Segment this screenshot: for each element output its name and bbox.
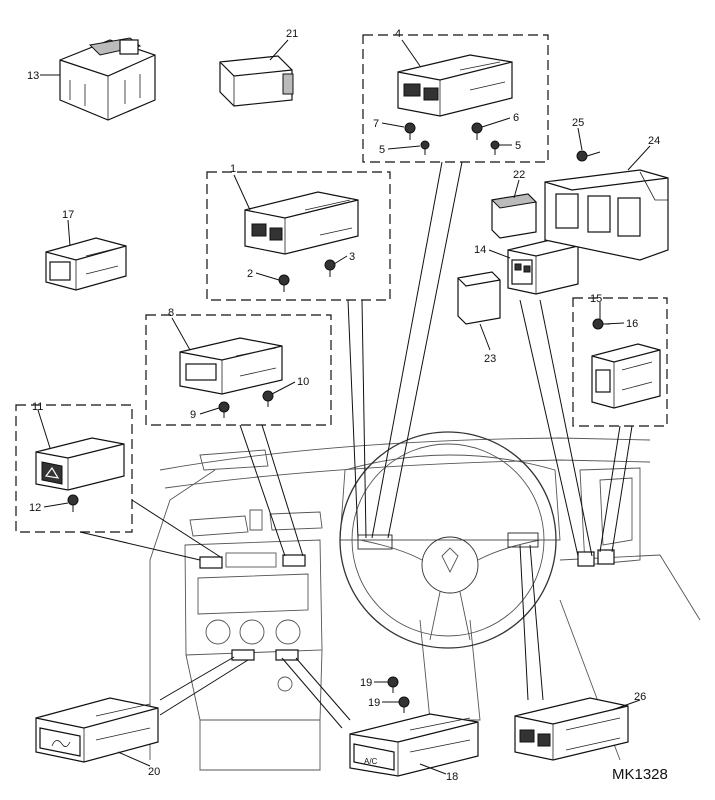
console-switch-position-left [231,649,255,661]
steering-wheel [339,431,557,649]
group-box-15 [572,297,668,427]
callout-6: 6 [513,112,519,124]
group-box-1 [206,171,391,301]
right-dash-switch-position-b [597,549,615,565]
part-23-cap [457,271,501,325]
callout-8: 8 [168,307,174,319]
callout-labels: 13 21 4 7 5 6 5 1 2 3 8 9 10 11 12 17 22… [27,28,668,783]
callout-22: 22 [513,169,525,181]
screws-5-6-7 [404,122,500,155]
part-15-switch [591,318,661,409]
callout-10: 10 [297,376,309,388]
part-1-switch [244,191,359,292]
part-24-bracket [544,150,669,261]
dash-switch-position-right [282,554,306,567]
callout-16: 16 [626,318,638,330]
callout-4: 4 [395,28,401,40]
callout-26: 26 [634,691,646,703]
callout-13: 13 [27,70,39,82]
callout-21: 21 [286,28,298,40]
dash-switch-position-left [199,556,223,569]
callout-3: 3 [349,251,355,263]
callout-19-upper: 19 [360,677,372,689]
group-box-4 [362,34,549,163]
group-box-8 [145,314,332,426]
callout-18: 18 [446,771,458,783]
callout-2: 2 [247,268,253,280]
callout-14: 14 [474,244,486,256]
callout-17: 17 [62,209,74,221]
part-18-ac-switch [349,676,479,777]
callout-9: 9 [190,409,196,421]
callout-5-left: 5 [379,144,385,156]
callout-19-lower: 19 [368,697,380,709]
callout-11: 11 [32,401,43,413]
diagram-reference-code: MK1328 [612,766,668,783]
callout-25: 25 [572,117,584,129]
console-switch-position-right [275,649,299,661]
group-box-11 [15,404,133,533]
part-14-switch [507,239,579,295]
callout-12: 12 [29,502,41,514]
callout-15: 15 [590,293,602,305]
callout-leaders [37,39,651,775]
part-17-switch [45,237,127,291]
leader-lines [79,161,633,729]
part-13-switch-housing [59,37,156,121]
callout-7: 7 [373,118,379,130]
part-22-cap [490,193,538,239]
part-8-switch [179,337,283,418]
callout-1: 1 [230,163,236,175]
ac-switch-legend: A/C [364,757,378,766]
part-11-hazard-switch [35,437,125,512]
part-20-switch [35,697,159,763]
part-21-blank-cap [219,55,294,107]
callout-24: 24 [648,135,660,147]
part-26-switch [514,697,629,761]
callout-20: 20 [148,766,160,778]
part-4-switch [397,54,513,117]
right-dash-switch-position-a [577,551,595,567]
callout-23: 23 [484,353,496,365]
callout-5-right: 5 [515,140,521,152]
